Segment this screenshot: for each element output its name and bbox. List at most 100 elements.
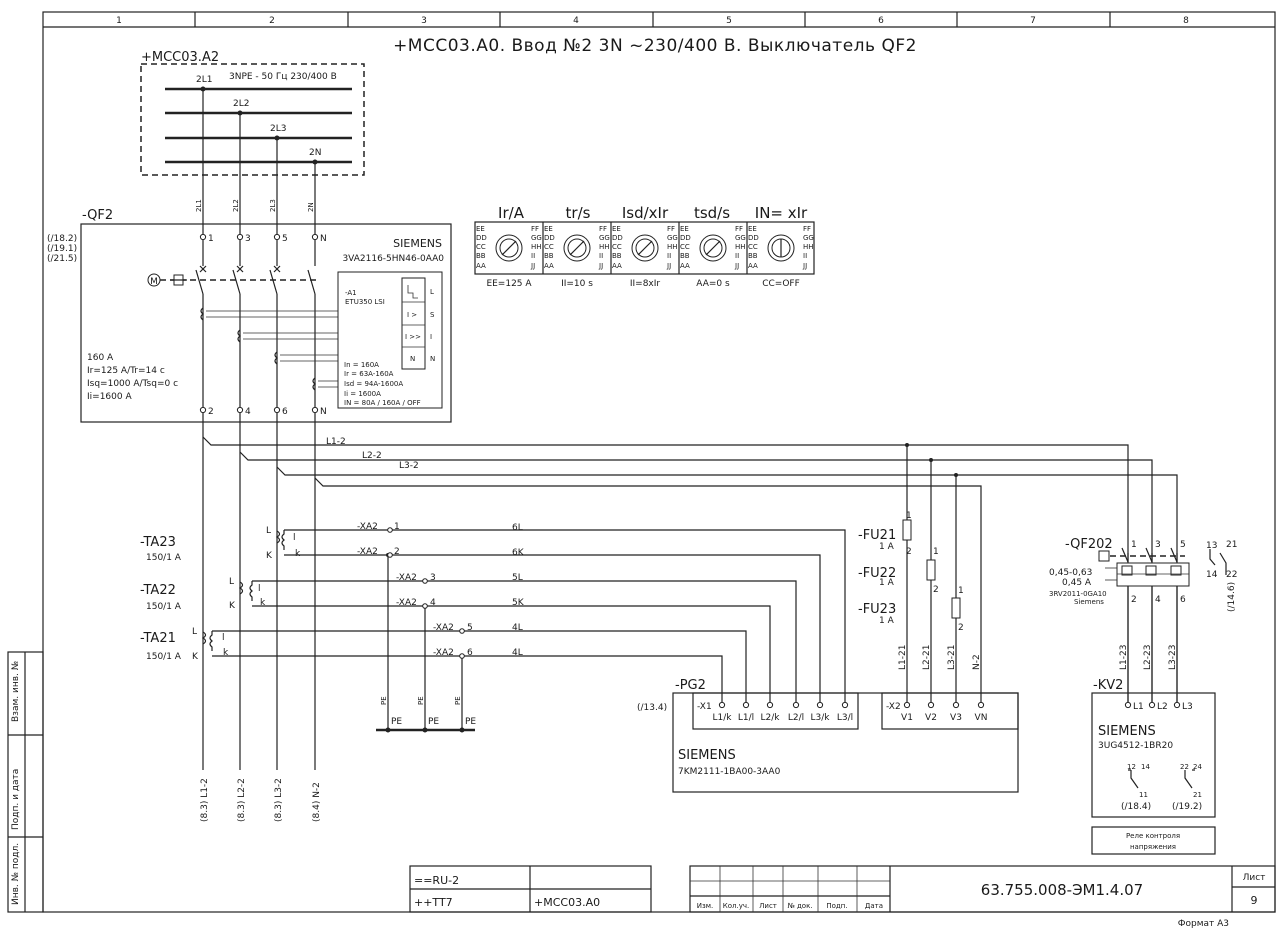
etu-box-label: N (410, 355, 415, 363)
pg2-x2-term: V3 (950, 713, 962, 723)
dial-heading: Ir/A (498, 204, 525, 222)
svg-text:EE: EE (476, 225, 485, 233)
kv2-model: 3UG4512-1BR20 (1098, 741, 1173, 751)
svg-text:EE: EE (544, 225, 553, 233)
pg2-x1-label: -X1 (697, 702, 712, 712)
qf2-tag: -QF2 (82, 208, 113, 223)
etu-symbol: L (430, 288, 434, 296)
stamp-function: ==RU-2 (414, 874, 459, 887)
qf202-bottom-term: 2 (1131, 595, 1137, 605)
svg-text:N: N (320, 407, 327, 417)
svg-text:EE: EE (680, 225, 689, 233)
volt-wire-label: L2-21 (922, 645, 932, 670)
pg2-ref: (/13.4) (637, 703, 667, 713)
dial-heading: tsd/s (694, 204, 730, 222)
strip-label: Взам. инв. № (11, 661, 21, 722)
qf202-bottom-term: 6 (1180, 595, 1186, 605)
dial-knobs (495, 234, 795, 262)
dial-setting: II=10 s (561, 279, 593, 289)
terminal-wire: 5K (512, 598, 525, 608)
svg-text:CC: CC (544, 243, 554, 251)
svg-text:4: 4 (245, 407, 251, 417)
feed-wires (202, 436, 1178, 705)
kv2-term: L1 (1133, 702, 1144, 712)
svg-text:FF: FF (803, 225, 811, 233)
qf2-internal-sensors (200, 307, 338, 391)
format-label: Формат А3 (1178, 919, 1229, 929)
qf2-ref: (/19.1) (47, 244, 77, 254)
kv2-contact: 22 (1180, 763, 1189, 771)
qf2-enclosure (80, 223, 452, 423)
svg-text:GG: GG (667, 234, 678, 242)
fuse-pin: 2 (958, 623, 964, 633)
qf202-aux: 14 (1206, 570, 1218, 580)
pe-wire-label: PE (380, 696, 388, 705)
stamp-location: ++TT7 (414, 896, 453, 909)
qf202-aux: 13 (1206, 541, 1217, 551)
etu-box-label: I > (407, 311, 417, 319)
svg-text:HH: HH (599, 243, 610, 251)
ct-term: K (266, 551, 273, 561)
kv2-contact-symbols (1128, 769, 1195, 789)
fuse-pin: 2 (933, 585, 939, 595)
terminal-num: 6 (467, 648, 473, 658)
kv2-contact: 14 (1141, 763, 1150, 771)
kv2-wire-label: L3-23 (1168, 645, 1178, 670)
ct-term: K (192, 652, 199, 662)
kv2-ref: (/18.4) (1121, 802, 1151, 812)
fuse-rating: 1 A (879, 578, 895, 588)
ct-term: L (192, 627, 197, 637)
dial-strip (474, 221, 815, 275)
pg2-x2-label: -X2 (886, 702, 901, 712)
svg-text:II: II (803, 252, 807, 260)
ct-ratio: 150/1 A (146, 602, 182, 612)
column-number: 7 (1030, 16, 1036, 26)
pg2-x1-term: L2/l (788, 713, 804, 723)
svg-text:JJ: JJ (598, 262, 603, 270)
terminal-tag: -XA2 (396, 598, 417, 608)
stamp-col: № док. (787, 902, 812, 910)
svg-text:CC: CC (476, 243, 486, 251)
ct-secondary-wiring (212, 529, 846, 730)
svg-text:DD: DD (680, 234, 691, 242)
qf2-param: Isq=1000 A/Tsq=0 c (87, 379, 178, 389)
etu-setting: Ir = 63A-160A (344, 370, 394, 378)
kv2-term: L3 (1182, 702, 1193, 712)
column-number: 5 (726, 16, 732, 26)
kv2-note: Реле контроля (1126, 832, 1180, 840)
kv2-terminal-circles (1124, 701, 1181, 709)
feed-wire-label: L2-2 (362, 451, 382, 461)
etu-setting: Isd = 94A-1600A (344, 380, 403, 388)
sheet-title: +MCC03.A0. Ввод №2 3N ~230/400 В. Выключ… (393, 36, 917, 56)
ct-term: k (260, 598, 266, 608)
terminal-tag: -XA2 (357, 547, 378, 557)
pe-label: PE (391, 717, 402, 727)
svg-text:FF: FF (531, 225, 539, 233)
column-number: 3 (421, 16, 427, 26)
svg-text:3: 3 (245, 234, 251, 244)
svg-text:HH: HH (531, 243, 542, 251)
fuse-tag: -FU22 (858, 566, 896, 581)
feed-wire-label: L3-2 (399, 461, 419, 471)
outgoing-wire-label: (8.3) L2-2 (237, 778, 247, 822)
dial-letter-grid: EE DD CC BB AA FF GG HH II JJ EE DD CC B… (476, 225, 814, 270)
ct-tag: -TA22 (140, 583, 176, 598)
pg2-x2-term: VN (975, 713, 988, 723)
pe-label: PE (465, 717, 476, 727)
svg-text:1: 1 (208, 234, 214, 244)
qf202-set: 0,45 A (1062, 578, 1092, 588)
svg-text:CC: CC (748, 243, 758, 251)
qf2-ref: (/18.2) (47, 234, 77, 244)
kv2-note: напряжения (1130, 843, 1176, 851)
stamp-col: Лист (759, 902, 777, 910)
svg-text:II: II (531, 252, 535, 260)
dial-heading: IN= xIr (755, 204, 808, 222)
qf202-model: 3RV2011-0GA10 (1049, 590, 1107, 598)
wire-label: 2N (307, 202, 315, 212)
column-number: 4 (573, 16, 579, 26)
outgoing-wire-label: (8.3) L3-2 (274, 778, 284, 822)
kv2-enclosure (1091, 692, 1216, 818)
svg-text:AA: AA (612, 262, 622, 270)
svg-text:N: N (320, 234, 327, 244)
svg-text:6: 6 (282, 407, 288, 417)
